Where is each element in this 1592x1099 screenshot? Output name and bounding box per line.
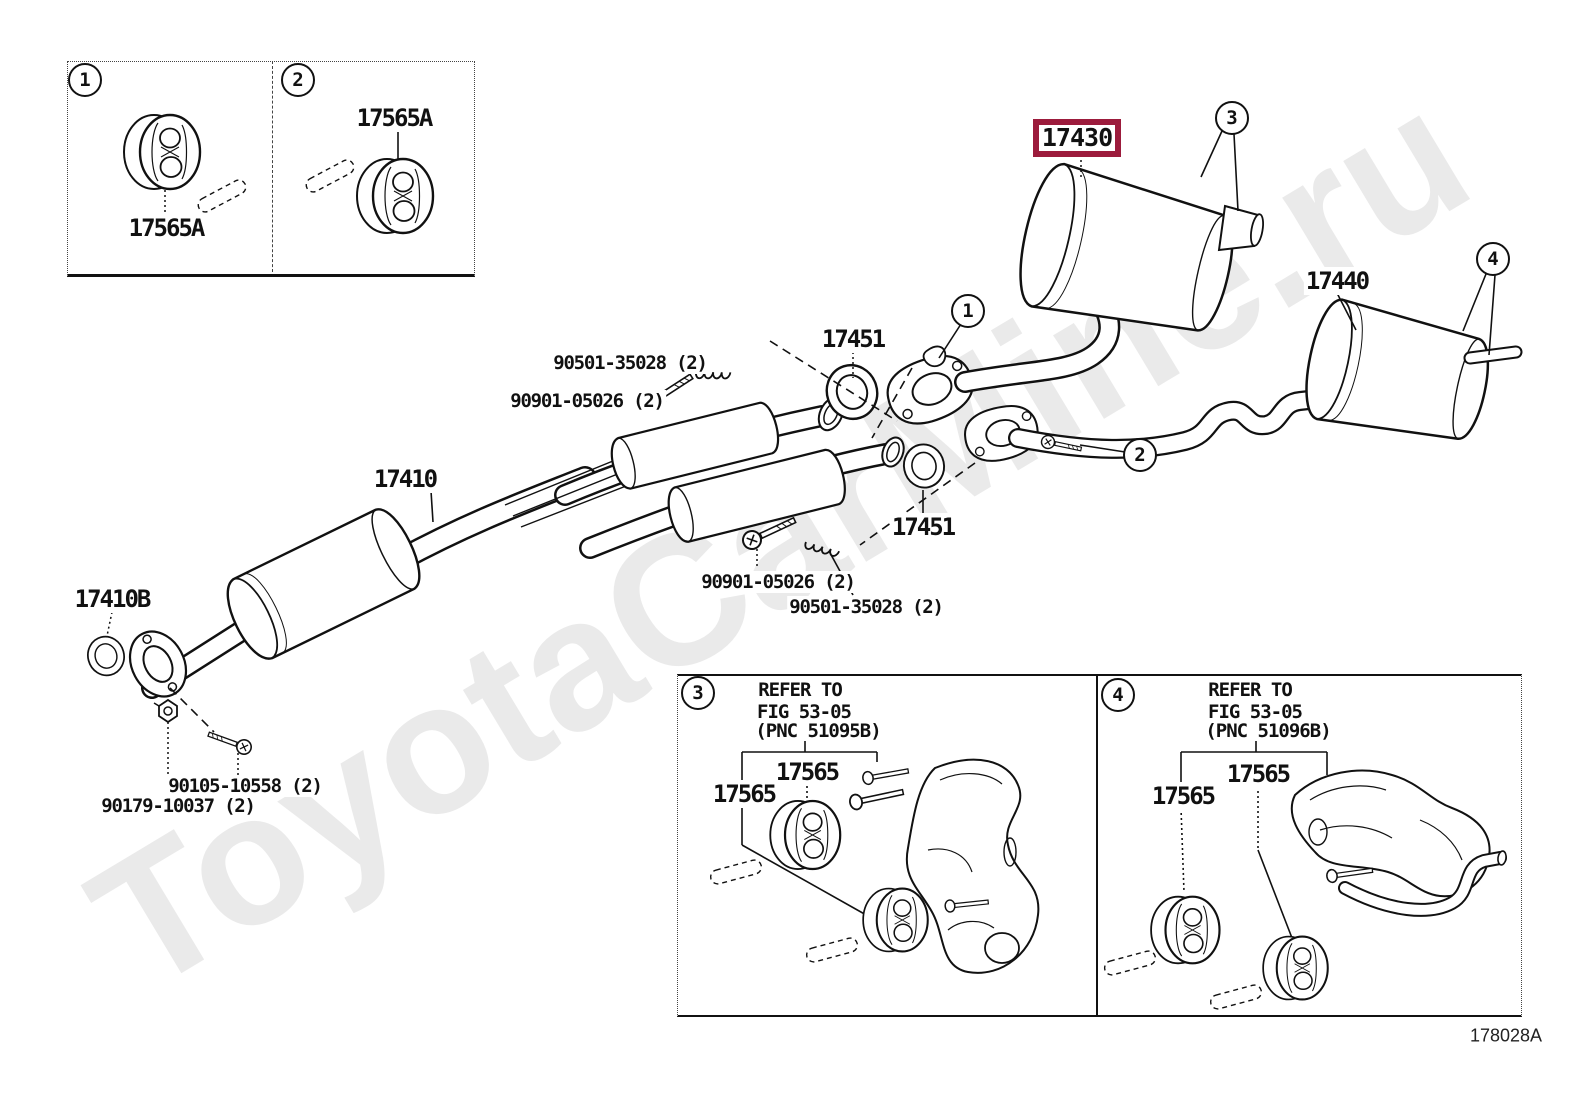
front-pipe-17410-drawing [128,396,905,699]
part-label-17410b[interactable]: 17410B [72,585,152,613]
inset-box-4 [1097,674,1522,1017]
figure-code: 178028A [1469,1025,1543,1046]
nut-left-drawing [153,698,178,724]
part-label-17430-highlighted[interactable]: 17430 [1033,119,1121,157]
part-label-17565a-inset2[interactable]: 17565A [354,104,434,132]
inset-box-3 [677,674,1098,1017]
diagram-callout-4: 4 [1476,242,1510,276]
part-label-17565-inset3-b[interactable]: 17565 [710,780,777,808]
part-label-17565-inset4-b[interactable]: 17565 [1149,782,1216,810]
inset3-content-drawing [708,741,1040,974]
inset2-hanger-drawing [303,156,435,235]
tailpipe-assembly-17440-drawing [1008,298,1523,459]
center-exhaust-pipe-17430-drawing [954,162,1264,393]
front-pipe-gasket-17410b-drawing [82,631,130,681]
part-label-90105[interactable]: 90105-10558 (2) [166,775,324,797]
part-label-90501-rear[interactable]: 90501-35028 (2) [787,596,945,618]
inset2-callout-2: 2 [281,63,315,97]
part-label-17451-front[interactable]: 17451 [819,325,886,353]
inset1-callout-1: 1 [68,63,102,97]
inset3-refer-line2: FIG 53-05 [757,701,852,723]
diagram-callout-3: 3 [1215,101,1249,135]
inset3-refer-line1: REFER TO [758,679,843,701]
part-label-17565-inset3-a[interactable]: 17565 [773,758,840,786]
diagram-callout-2: 2 [1123,438,1157,472]
inset3-refer-line3: (PNC 51095B) [755,720,881,742]
inset1-hanger-drawing [122,113,249,216]
part-label-17410[interactable]: 17410 [371,465,438,493]
inset4-refer-line1: REFER TO [1208,679,1293,701]
part-label-17451-rear[interactable]: 17451 [889,513,956,541]
inset-box-2 [272,61,475,277]
diagram-callout-1: 1 [951,294,985,328]
inset4-callout-4: 4 [1101,678,1135,712]
part-label-17440[interactable]: 17440 [1303,267,1370,295]
part-label-17565a-inset1[interactable]: 17565A [126,214,206,242]
clamp-drawing [922,345,947,368]
inset4-refer-line3: (PNC 51096B) [1205,720,1331,742]
part-label-17565-inset4-a[interactable]: 17565 [1224,760,1291,788]
gasket-17451-rear-drawing [898,439,950,493]
part-label-90901-front[interactable]: 90901-05026 (2) [508,390,666,412]
inset-box-1 [67,61,273,277]
part-label-90901-rear[interactable]: 90901-05026 (2) [699,571,857,593]
part-label-90179[interactable]: 90179-10037 (2) [99,795,257,817]
inset3-callout-3: 3 [681,676,715,710]
part-label-90501-front[interactable]: 90501-35028 (2) [551,352,709,374]
inset4-refer-line2: FIG 53-05 [1208,701,1303,723]
inset4-content-drawing [1102,741,1507,1012]
